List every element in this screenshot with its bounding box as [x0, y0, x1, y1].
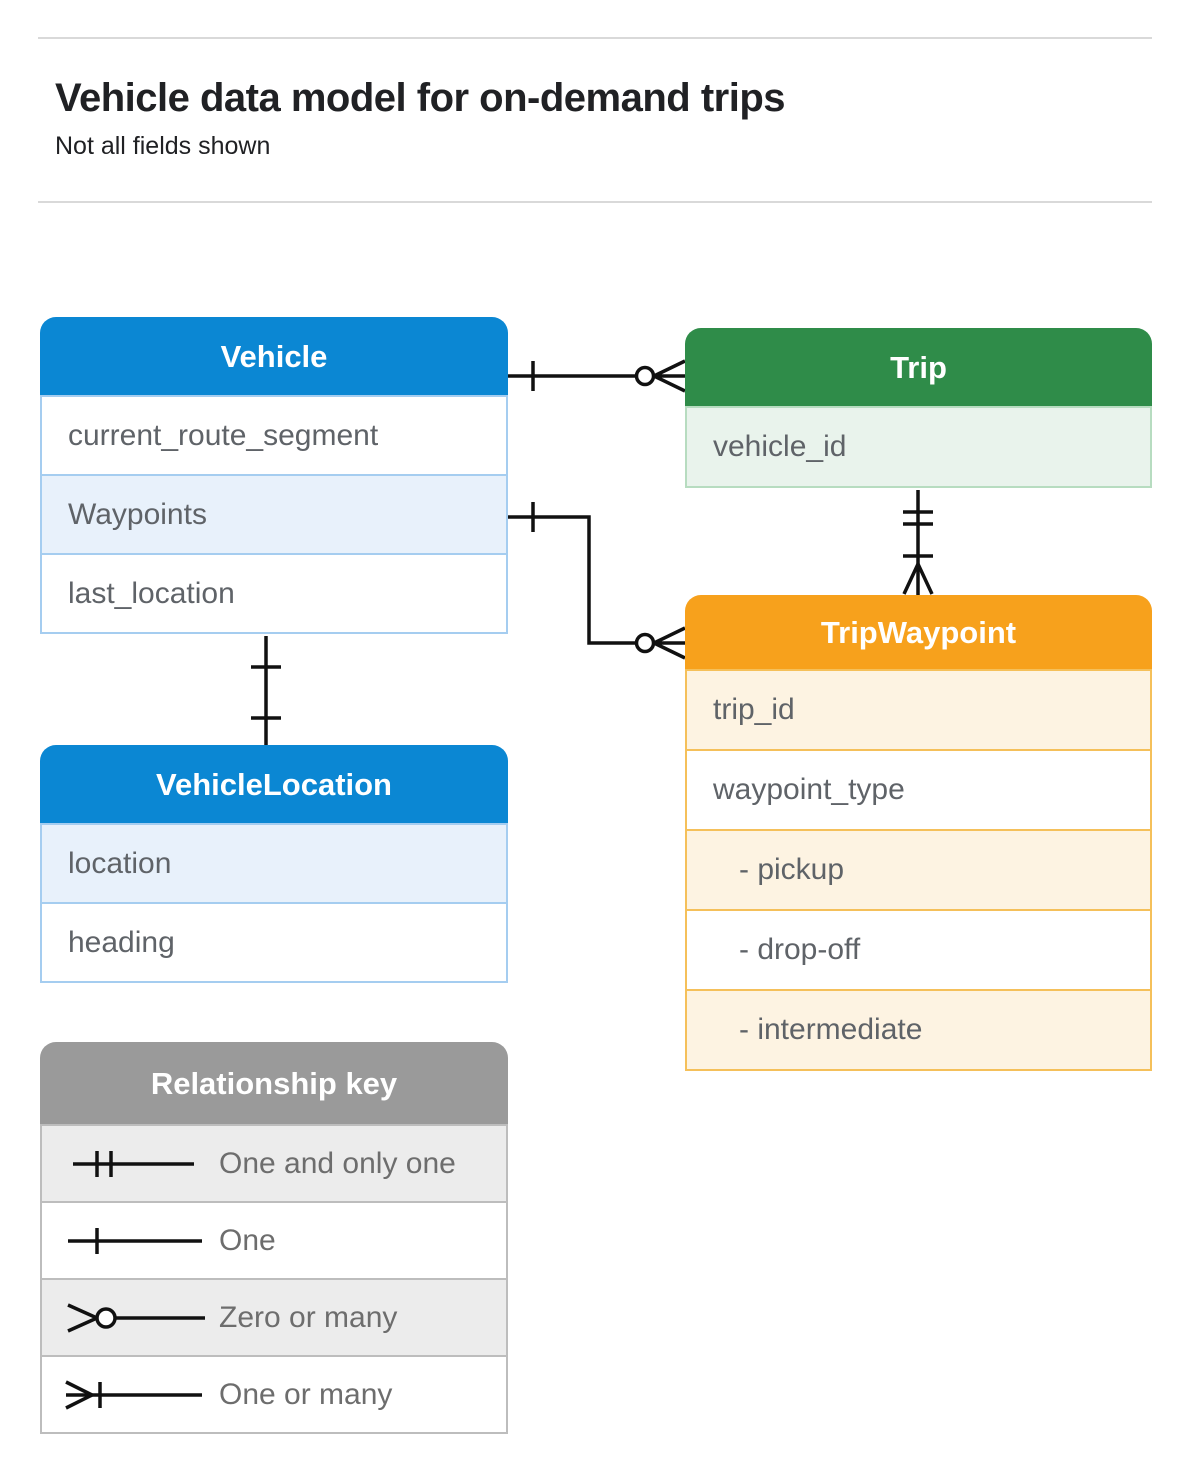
legend-row: Zero or many — [40, 1278, 508, 1357]
legend-row: One or many — [40, 1355, 508, 1434]
field-label: vehicle_id — [713, 430, 847, 463]
crow-foot-icon — [902, 563, 934, 595]
one-or-many-symbol-icon — [65, 1379, 202, 1410]
field-row: Waypoints — [40, 474, 508, 555]
header-divider — [38, 201, 1152, 203]
legend-label: One — [219, 1223, 276, 1257]
entity-tripwaypoint: TripWaypoint trip_id waypoint_type - pic… — [685, 595, 1152, 1071]
entity-tripwaypoint-title: TripWaypoint — [820, 615, 1017, 650]
entity-vehicle-title: Vehicle — [220, 339, 328, 374]
entity-vehiclelocation: VehicleLocation location heading — [40, 745, 508, 983]
entity-vehicle-header: Vehicle — [40, 317, 508, 397]
field-label: waypoint_type — [713, 773, 905, 806]
one-and-only-one-symbol-icon — [73, 1150, 194, 1177]
zero-circle-icon — [634, 632, 656, 654]
one-tick-icon — [251, 665, 281, 720]
entity-trip-header: Trip — [685, 328, 1152, 408]
entity-tripwaypoint-header: TripWaypoint — [685, 595, 1152, 671]
zero-or-many-symbol-icon — [67, 1302, 205, 1333]
legend-label: One or many — [219, 1377, 393, 1411]
field-row: - pickup — [685, 829, 1152, 911]
field-row: last_location — [40, 553, 508, 634]
field-row: location — [40, 823, 508, 904]
entity-vehiclelocation-header: VehicleLocation — [40, 745, 508, 825]
field-label: trip_id — [713, 693, 795, 726]
entity-trip-title: Trip — [890, 350, 947, 385]
crow-foot-icon — [653, 359, 686, 393]
one-and-only-one-ticks-icon — [903, 510, 933, 526]
field-label: location — [68, 846, 172, 880]
field-label: - pickup — [739, 853, 845, 886]
field-label: last_location — [68, 576, 235, 610]
field-label: - drop-off — [739, 933, 861, 966]
legend-row: One and only one — [40, 1124, 508, 1203]
entity-trip: Trip vehicle_id — [685, 328, 1152, 488]
entity-vehicle: Vehicle current_route_segment Waypoints … — [40, 317, 508, 634]
relationship-key-title: Relationship key — [150, 1066, 398, 1101]
connector-waypoints-tripwaypoint — [508, 515, 636, 645]
field-row: waypoint_type — [685, 749, 1152, 831]
field-row: trip_id — [685, 669, 1152, 751]
legend-label: Zero or many — [219, 1300, 398, 1334]
relationship-key: Relationship key One and only one One — [40, 1042, 508, 1434]
page-title: Vehicle data model for on-demand trips — [55, 76, 786, 120]
page-subtitle: Not all fields shown — [55, 132, 271, 160]
field-label: current_route_segment — [68, 418, 379, 452]
field-label: Waypoints — [68, 497, 207, 531]
one-symbol-icon — [68, 1227, 202, 1254]
legend-row: One — [40, 1201, 508, 1280]
crow-foot-icon — [653, 626, 686, 660]
field-label: heading — [68, 925, 175, 959]
zero-circle-icon — [634, 365, 656, 387]
entity-vehiclelocation-title: VehicleLocation — [155, 767, 392, 802]
top-divider — [38, 37, 1152, 39]
field-row: heading — [40, 902, 508, 983]
field-row: - intermediate — [685, 989, 1152, 1071]
field-row: current_route_segment — [40, 395, 508, 476]
relationship-key-header: Relationship key — [40, 1042, 508, 1126]
field-label: - intermediate — [739, 1013, 923, 1046]
field-row: vehicle_id — [685, 406, 1152, 488]
legend-label: One and only one — [219, 1146, 456, 1180]
field-row: - drop-off — [685, 909, 1152, 991]
